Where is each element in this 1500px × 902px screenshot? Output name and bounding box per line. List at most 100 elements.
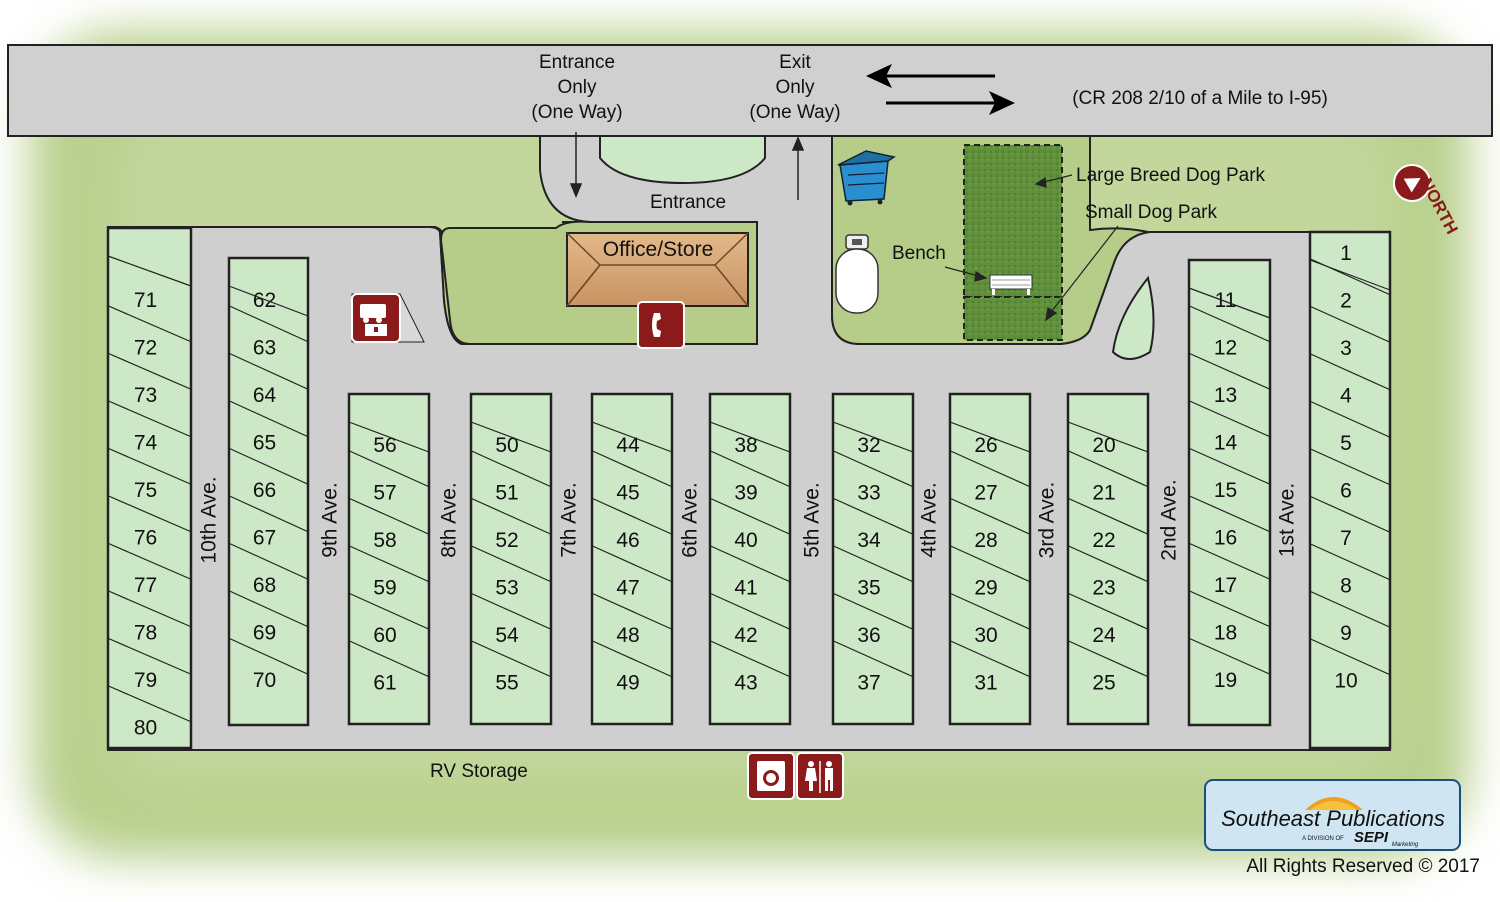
site-number[interactable]: 43 xyxy=(734,672,757,695)
site-number[interactable]: 40 xyxy=(734,529,757,552)
site-number[interactable]: 36 xyxy=(857,624,880,647)
site-number[interactable]: 15 xyxy=(1214,479,1237,502)
site-divider xyxy=(470,640,552,678)
site-number[interactable]: 68 xyxy=(253,574,276,597)
site-number[interactable]: 24 xyxy=(1092,624,1116,647)
site-number[interactable]: 50 xyxy=(495,434,518,457)
site-number[interactable]: 56 xyxy=(373,434,396,457)
site-divider xyxy=(949,640,1031,678)
exit-line-1: Exit xyxy=(779,52,811,73)
site-number[interactable]: 20 xyxy=(1092,434,1115,457)
site-number[interactable]: 41 xyxy=(734,577,757,600)
site-number[interactable]: 79 xyxy=(134,669,157,692)
site-number[interactable]: 13 xyxy=(1214,384,1237,407)
office-store-building[interactable]: Office/Store xyxy=(566,232,749,307)
site-number[interactable]: 3 xyxy=(1340,337,1352,360)
site-number[interactable]: 37 xyxy=(857,672,880,695)
site-number[interactable]: 42 xyxy=(734,624,757,647)
site-number[interactable]: 69 xyxy=(253,622,276,645)
site-number[interactable]: 55 xyxy=(495,672,518,695)
site-number[interactable]: 57 xyxy=(373,482,396,505)
site-number[interactable]: 72 xyxy=(134,337,157,360)
site-number[interactable]: 25 xyxy=(1092,672,1115,695)
site-number[interactable]: 11 xyxy=(1215,289,1237,312)
site-number[interactable]: 45 xyxy=(616,482,639,505)
site-number[interactable]: 9 xyxy=(1340,622,1352,645)
site-number[interactable]: 27 xyxy=(974,482,997,505)
dog-park-lawn xyxy=(831,135,1301,345)
dump-station-icon[interactable] xyxy=(351,293,425,343)
site-column-outline xyxy=(831,392,915,726)
site-number[interactable]: 23 xyxy=(1092,577,1115,600)
site-number[interactable]: 18 xyxy=(1214,622,1237,645)
site-number[interactable]: 52 xyxy=(495,529,518,552)
site-number[interactable]: 65 xyxy=(253,432,276,455)
phone-icon[interactable] xyxy=(637,301,685,349)
site-number[interactable]: 62 xyxy=(253,289,276,312)
site-number[interactable]: 29 xyxy=(974,577,997,600)
site-divider xyxy=(949,545,1031,583)
site-number[interactable]: 12 xyxy=(1214,337,1237,360)
site-number[interactable]: 48 xyxy=(616,624,639,647)
site-number[interactable]: 39 xyxy=(734,482,757,505)
site-number[interactable]: 19 xyxy=(1214,669,1237,692)
restroom-icon[interactable] xyxy=(796,752,844,800)
site-number[interactable]: 33 xyxy=(857,482,880,505)
site-number[interactable]: 73 xyxy=(134,384,157,407)
site-number[interactable]: 5 xyxy=(1340,432,1352,455)
bench-icon xyxy=(989,274,1033,295)
site-number[interactable]: 10 xyxy=(1334,670,1357,693)
site-number[interactable]: 77 xyxy=(134,574,157,597)
site-number[interactable]: 34 xyxy=(857,529,881,552)
site-number[interactable]: 44 xyxy=(616,434,640,457)
site-number[interactable]: 67 xyxy=(253,527,276,550)
site-number[interactable]: 47 xyxy=(616,577,639,600)
site-number[interactable]: 26 xyxy=(974,434,997,457)
site-number[interactable]: 22 xyxy=(1092,529,1115,552)
site-number[interactable]: 74 xyxy=(134,432,158,455)
site-number[interactable]: 1 xyxy=(1340,242,1352,265)
site-number[interactable]: 71 xyxy=(134,289,157,312)
site-number[interactable]: 30 xyxy=(974,624,997,647)
site-divider xyxy=(107,305,192,343)
laundry-icon[interactable] xyxy=(747,752,795,800)
site-number[interactable]: 63 xyxy=(253,337,276,360)
site-number[interactable]: 6 xyxy=(1340,480,1352,503)
site-number[interactable]: 7 xyxy=(1340,527,1352,550)
site-number[interactable]: 53 xyxy=(495,577,518,600)
site-number[interactable]: 70 xyxy=(253,669,276,692)
site-number[interactable]: 58 xyxy=(373,529,396,552)
site-number[interactable]: 14 xyxy=(1214,432,1238,455)
site-number[interactable]: 59 xyxy=(373,577,396,600)
site-divider xyxy=(470,545,552,583)
site-number[interactable]: 28 xyxy=(974,529,997,552)
site-number[interactable]: 46 xyxy=(616,529,639,552)
site-number[interactable]: 31 xyxy=(974,672,997,695)
site-number[interactable]: 80 xyxy=(134,717,157,740)
entrance-line-1: Entrance xyxy=(539,52,615,73)
site-number[interactable]: 21 xyxy=(1092,482,1115,505)
site-number[interactable]: 66 xyxy=(253,479,276,502)
site-number[interactable]: 35 xyxy=(857,577,880,600)
site-number[interactable]: 16 xyxy=(1214,527,1237,550)
site-divider xyxy=(832,640,914,678)
site-number[interactable]: 32 xyxy=(857,434,880,457)
site-number[interactable]: 2 xyxy=(1340,290,1352,313)
site-number[interactable]: 49 xyxy=(616,672,639,695)
site-number[interactable]: 78 xyxy=(134,622,157,645)
site-number[interactable]: 17 xyxy=(1214,574,1237,597)
site-divider xyxy=(228,400,309,438)
site-number[interactable]: 75 xyxy=(134,479,157,502)
site-number[interactable]: 51 xyxy=(495,482,518,505)
site-number[interactable]: 38 xyxy=(734,434,757,457)
site-number[interactable]: 61 xyxy=(373,672,396,695)
site-number[interactable]: 60 xyxy=(373,624,396,647)
site-number[interactable]: 4 xyxy=(1340,385,1352,408)
site-divider xyxy=(1067,640,1149,678)
site-number[interactable]: 54 xyxy=(495,624,519,647)
site-number[interactable]: 64 xyxy=(253,384,277,407)
site-number[interactable]: 76 xyxy=(134,527,157,550)
site-number[interactable]: 8 xyxy=(1340,575,1352,598)
